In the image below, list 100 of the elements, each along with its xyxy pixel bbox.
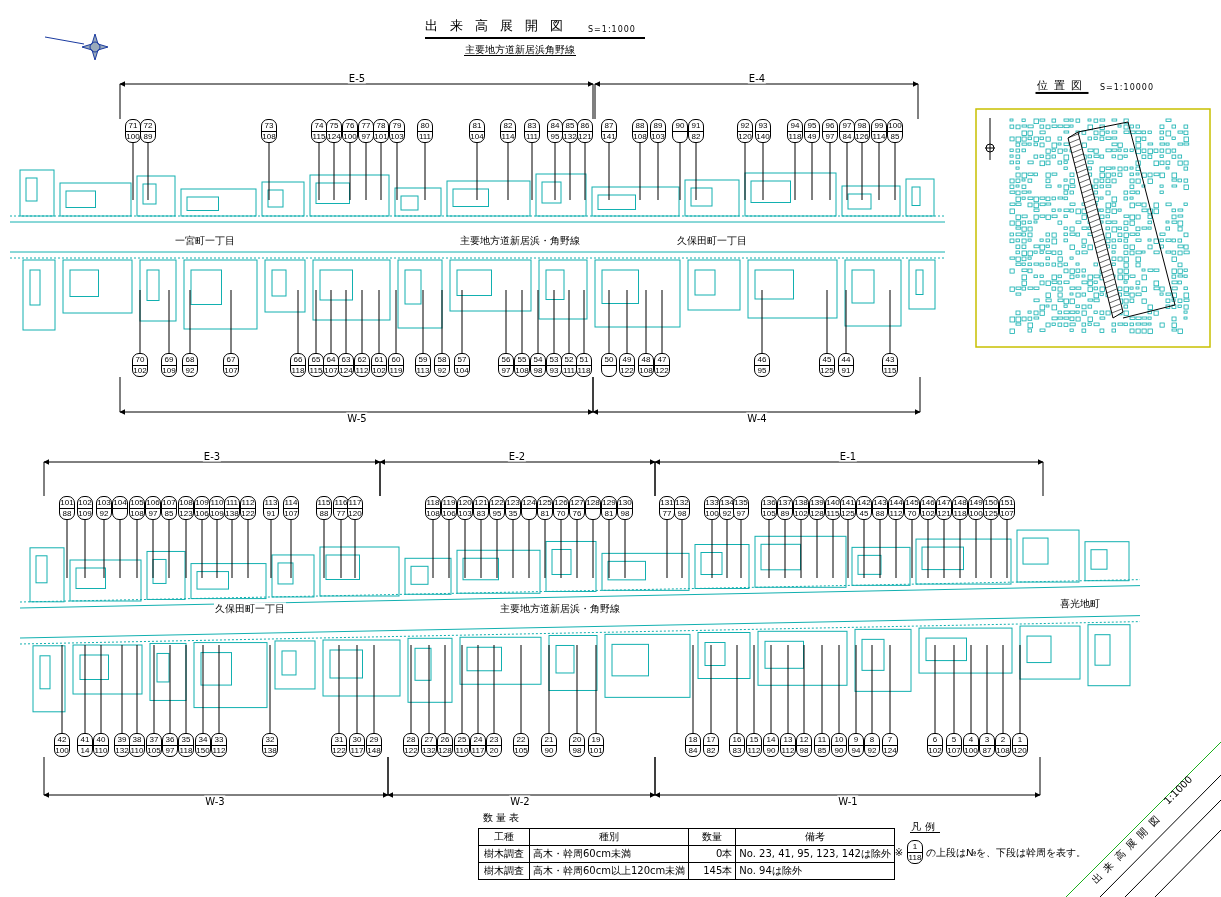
leader-line [826,289,828,354]
girth-value: 102 [793,509,809,518]
leader-line [608,519,610,579]
leader-line [863,519,865,579]
leader-line [189,289,191,354]
leader-line [889,289,891,354]
girth-value: 107 [946,746,962,755]
tree-number: 118 [425,498,441,507]
girth-value: 97 [824,132,836,141]
table-cell: 0本 [688,845,736,863]
tree-number: 112 [240,498,256,507]
tree-number: 1 [911,842,919,851]
tree-number: 78 [375,121,387,130]
girth-value: 138 [224,509,240,518]
girth-value: 115 [311,132,327,141]
tree-number: 45 [821,355,833,364]
tree-number: 41 [79,735,91,744]
tree-number: 2 [999,735,1007,744]
tree-number: 86 [579,121,591,130]
girth-value: 90 [833,746,845,755]
tree-number: 33 [213,735,225,744]
leader-line [247,519,249,579]
tree-number: 127 [569,498,585,507]
tree-number: 129 [601,498,617,507]
girth-value: 100 [704,509,720,518]
leader-line [740,519,742,579]
tree-number: 69 [163,355,175,364]
section-label: W-5 [346,412,368,424]
tree-number: 10 [833,735,845,744]
tree-number: 81 [471,121,483,130]
leader-line [103,519,105,579]
tree-number: 68 [184,355,196,364]
girth-value: 100 [54,746,70,755]
leader-line [1019,644,1021,734]
tree-number: 128 [585,498,601,507]
leader-line [894,142,896,201]
leader-line [505,289,507,354]
girth-value: 81 [603,509,615,518]
tree-number: 120 [457,498,473,507]
girth-value: 103 [650,132,666,141]
tree-number: 77 [360,121,372,130]
leader-line [139,289,141,354]
tree-number: 91 [690,121,702,130]
girth-value: 92 [436,366,448,375]
leader-line [845,289,847,354]
tree-number: 19 [590,735,602,744]
girth-value: 84 [687,746,699,755]
leader-line [132,142,134,201]
leader-line [800,519,802,579]
tree-number: 114 [283,498,299,507]
leader-line [970,644,972,734]
tree-number: 119 [441,498,457,507]
leader-line [432,519,434,579]
girth-value: 85 [163,509,175,518]
section-label: E-5 [347,72,367,84]
girth-value: 77 [335,509,347,518]
tree-number: 138 [793,498,809,507]
leader-line [528,519,530,579]
girth-value: 84 [841,132,853,141]
leader-line [583,289,585,354]
leader-line [356,644,358,734]
tree-number: 135 [733,498,749,507]
girth-value: 128 [437,746,453,755]
girth-value: 107 [223,366,239,375]
leader-line [871,644,873,734]
leader-line [201,519,203,579]
girth-value: 112 [780,746,796,755]
table-cell: 高木・幹周60cm以上120cm未満 [529,862,689,880]
girth-value: 104 [454,366,470,375]
girth-value: 100 [342,132,358,141]
leader-line [461,644,463,734]
tree-number: 149 [968,498,984,507]
leader-line [520,644,522,734]
tree-number: 55 [516,355,528,364]
scale-text: S=1:10000 [1099,83,1155,93]
girth-value: 109 [161,366,177,375]
tree-number: 124 [521,498,537,507]
girth-value: 100 [963,746,979,755]
tree-number: 115 [316,498,332,507]
tree-number: 74 [313,121,325,130]
girth-value: 111 [561,366,577,375]
tree-number: 100 [887,121,903,130]
girth-value: 120 [1012,746,1028,755]
girth-value: 108 [514,366,530,375]
girth-value: 107 [999,509,1015,518]
tree-number: 1 [1016,735,1024,744]
tree-number: 73 [263,121,275,130]
leader-line [626,289,628,354]
tree-number: 57 [456,355,468,364]
girth-value: 14 [79,746,91,755]
leader-line [147,142,149,201]
leader-line [521,289,523,354]
tree-number: 89 [652,121,664,130]
leader-line [895,519,897,579]
tree-number: 98 [856,121,868,130]
leader-line [231,519,233,579]
leader-line [185,519,187,579]
tree-number: 37 [148,735,160,744]
tree-number: 65 [310,355,322,364]
girth-value: 111 [524,132,540,141]
